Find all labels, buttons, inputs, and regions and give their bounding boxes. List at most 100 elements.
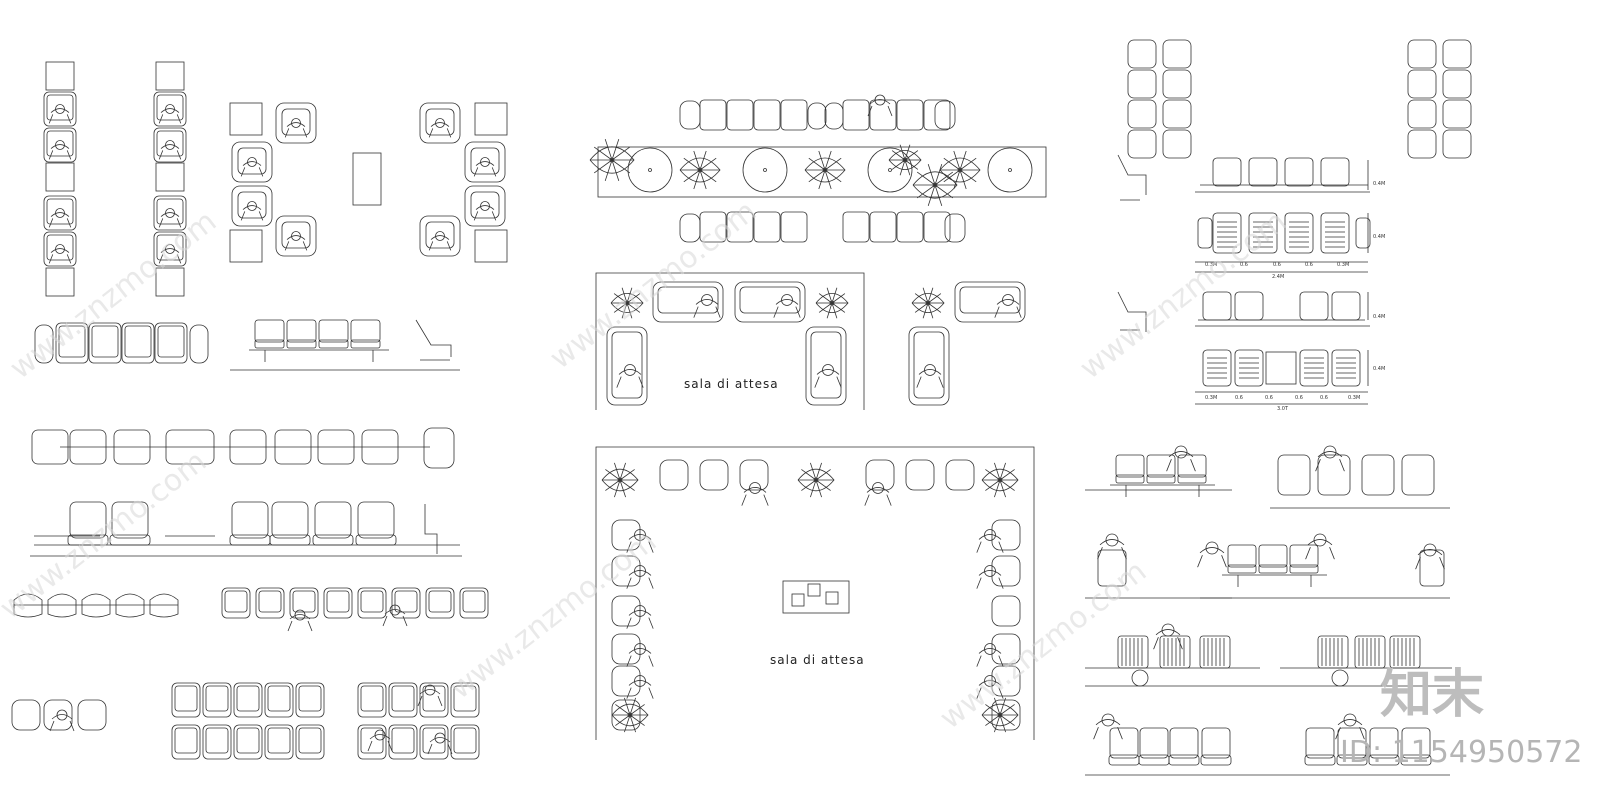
chair-seat: [360, 590, 384, 613]
armchair-seat: [810, 331, 842, 399]
person-arms: [1315, 459, 1345, 472]
seat-back: [1159, 635, 1191, 669]
plant-leaf: [831, 302, 846, 313]
person-shoulders: [160, 108, 180, 113]
chair-seat: [46, 198, 74, 225]
dim-bottom-4: 0.6: [1295, 395, 1303, 401]
seat-elev: [1248, 157, 1278, 187]
person-shoulders: [50, 108, 70, 113]
person-arms: [240, 211, 264, 221]
plant-leaf: [619, 469, 635, 481]
plant-leaf: [826, 287, 833, 304]
seat-back: [1369, 727, 1399, 759]
plant-leaf: [922, 287, 929, 304]
person-head: [634, 643, 646, 655]
magazine: [807, 583, 821, 597]
chair-seat: [236, 685, 260, 712]
seat: [1407, 39, 1437, 69]
person-head: [1323, 445, 1337, 459]
plant-leaf: [626, 302, 641, 313]
seat: [77, 699, 107, 731]
seat-plan: [1299, 349, 1329, 387]
chair-seat: [156, 234, 184, 261]
seat: [611, 665, 641, 697]
bench-end: [34, 324, 54, 364]
bench-seat: [780, 99, 808, 131]
armchair: [231, 185, 273, 227]
armchair: [419, 102, 461, 144]
seat-plan: [1212, 212, 1242, 254]
seat-back: [111, 501, 149, 539]
bench-end: [679, 213, 701, 243]
person-arms: [48, 150, 72, 160]
chair-top: [43, 91, 77, 127]
person-shoulders: [743, 487, 767, 493]
table: [155, 267, 185, 297]
person-shoulders: [475, 161, 495, 166]
seat-back: [286, 319, 317, 343]
person-head: [435, 231, 445, 241]
curved-seat: [149, 593, 179, 618]
seat-back: [1337, 727, 1367, 759]
person-arms: [240, 167, 264, 177]
person-shoulders: [628, 534, 652, 540]
dim-bottom-3: 0.6: [1265, 395, 1273, 401]
person-head: [872, 482, 884, 494]
person-shoulders: [918, 369, 942, 375]
table: [45, 162, 75, 192]
person-shoulders: [1095, 719, 1121, 726]
dim-top-2: 0.6: [1240, 262, 1248, 268]
dim-top-3: 0.6: [1273, 262, 1281, 268]
person-head: [701, 294, 713, 306]
chair-top: [221, 587, 251, 619]
seat: [611, 595, 641, 627]
seat-side-profile: [424, 504, 438, 554]
person-shoulders: [978, 648, 1002, 654]
dim-side-c: 0.4M: [1373, 314, 1385, 320]
watermark-site-4: www.znzmo.com: [0, 444, 213, 626]
seat-cushion: [1108, 754, 1140, 766]
person-shoulders: [816, 369, 840, 375]
bench-end: [679, 100, 701, 130]
bench-end: [807, 102, 827, 130]
person-shoulders: [1155, 629, 1181, 636]
plant-outline: [981, 468, 1019, 492]
plant-leaf: [943, 169, 961, 183]
bench-seat: [869, 99, 897, 131]
seat-back: [1305, 727, 1335, 759]
plant-leaf: [629, 714, 645, 726]
plant-leaf: [824, 169, 842, 183]
chair-top: [43, 127, 77, 163]
seat: [1127, 69, 1157, 99]
table: [45, 61, 75, 91]
chair-seat: [292, 590, 316, 613]
seat: [611, 519, 641, 551]
plant-leaf: [615, 714, 631, 726]
plant-leaf: [959, 169, 967, 190]
arm: [1355, 217, 1371, 249]
seat: [1407, 99, 1437, 129]
person-arms: [158, 150, 182, 160]
person-arms: [473, 167, 497, 177]
plant-leaf: [927, 287, 934, 304]
person-head: [480, 157, 490, 167]
chair-top: [55, 322, 89, 364]
armchair-seat: [281, 221, 311, 249]
plant-leaf: [693, 169, 701, 190]
chair-top: [450, 682, 480, 718]
person-shoulders: [1317, 451, 1343, 458]
side-profile: [1117, 154, 1147, 201]
plant-leaf: [959, 169, 977, 183]
seat-cushion: [1368, 754, 1400, 766]
seat-plan: [1202, 349, 1232, 387]
seat: [945, 459, 975, 491]
watermark-site-5: www.znzmo.com: [443, 524, 663, 706]
seat: [611, 555, 641, 587]
plant-leaf: [801, 469, 817, 481]
plant-leaf: [815, 479, 831, 491]
plant-leaf: [831, 302, 838, 319]
person-head: [874, 94, 886, 106]
seat-back: [1201, 727, 1231, 759]
person-arms: [693, 306, 721, 318]
plant-leaf: [916, 171, 936, 186]
